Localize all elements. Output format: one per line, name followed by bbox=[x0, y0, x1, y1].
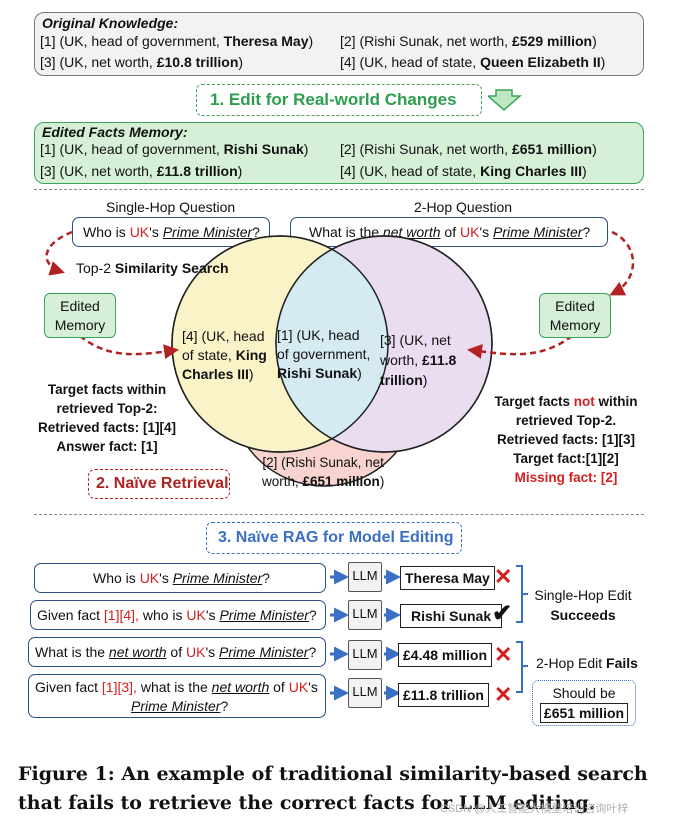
missing-fact: Missing fact: [2] bbox=[514, 470, 618, 485]
rag-answer-4: £11.8 trillion bbox=[398, 683, 489, 707]
edited-facts-title: Edited Facts Memory: bbox=[42, 124, 188, 140]
llm-icon-3: LLM bbox=[348, 640, 382, 670]
original-fact-2: [2] (Rishi Sunak, net worth, £529 millio… bbox=[340, 33, 597, 49]
rag-arrows bbox=[330, 565, 528, 701]
original-fact-3: [3] (UK, net worth, £10.8 trillion) bbox=[40, 54, 244, 70]
brace-two-hop bbox=[516, 641, 528, 693]
top2-similarity-label: Top-2 Similarity Search bbox=[76, 260, 229, 276]
single-hop-label: Single-Hop Question bbox=[106, 199, 236, 215]
edited-fact-3: [3] (UK, net worth, £11.8 trillion) bbox=[40, 163, 243, 179]
rag-answer-2: Rishi Sunak bbox=[400, 604, 503, 628]
check-mark-icon: ✔ bbox=[492, 600, 513, 627]
should-be-box: Should be £651 million bbox=[532, 680, 636, 726]
single-hop-question-box: Who is UK's Prime Minister? bbox=[72, 217, 270, 247]
llm-icon-2: LLM bbox=[348, 600, 382, 630]
divider-bottom bbox=[34, 514, 644, 515]
x-mark-icon-1: ✕ bbox=[494, 564, 513, 589]
venn-fact-1: [1] (UK, head of government, Rishi Sunak… bbox=[277, 327, 371, 381]
original-knowledge-title: Original Knowledge: bbox=[42, 15, 179, 31]
rag-title-box bbox=[206, 522, 462, 554]
left-target-note: Target facts within retrieved Top-2: Ret… bbox=[37, 382, 177, 454]
brace-single-hop bbox=[516, 565, 528, 623]
should-be-value: £651 million bbox=[539, 703, 629, 723]
x-mark-icon-3: ✕ bbox=[494, 682, 513, 707]
naive-retrieval-label: 2. Naïve Retrieval bbox=[96, 475, 229, 492]
divider-top bbox=[34, 189, 644, 190]
rag-title: 3. Naïve RAG for Model Editing bbox=[218, 529, 454, 546]
llm-icon-4: LLM bbox=[348, 678, 382, 708]
venn-fact-2: [2] (Rishi Sunak, net worth, £651 millio… bbox=[262, 455, 385, 489]
edited-facts-box bbox=[34, 122, 644, 184]
original-knowledge-box bbox=[34, 12, 644, 76]
arrow-two-hop-to-memory-right bbox=[609, 230, 635, 296]
figure-caption-line-2: that fails to retrieve the correct facts… bbox=[18, 792, 596, 814]
figure-caption-line-1: Figure 1: An example of traditional simi… bbox=[18, 763, 648, 785]
two-hop-question-box: What is the net worth of UK's Prime Mini… bbox=[290, 217, 608, 247]
venn-diagram bbox=[45, 230, 635, 487]
rag-answer-1: Theresa May bbox=[400, 566, 495, 590]
original-fact-4: [4] (UK, head of state, Queen Elizabeth … bbox=[340, 54, 606, 70]
edit-step-box bbox=[196, 84, 482, 116]
down-arrow-icon bbox=[488, 89, 522, 111]
edited-fact-1: [1] (UK, head of government, Rishi Sunak… bbox=[40, 141, 309, 157]
rag-answer-3: £4.48 million bbox=[398, 643, 493, 667]
llm-icon-1: LLM bbox=[348, 562, 382, 592]
edited-fact-4: [4] (UK, head of state, King Charles III… bbox=[340, 163, 587, 179]
naive-retrieval-box bbox=[88, 469, 230, 499]
x-mark-icon-2: ✕ bbox=[494, 642, 513, 667]
two-hop-label: 2-Hop Question bbox=[414, 199, 513, 215]
rag-query-2: Given fact [1][4], who is UK's Prime Min… bbox=[30, 600, 326, 630]
original-fact-1: [1] (UK, head of government, Theresa May… bbox=[40, 33, 314, 49]
right-target-note: Target facts not within retrieved Top-2.… bbox=[468, 392, 664, 487]
arrow-question-to-memory-left bbox=[45, 230, 73, 276]
rag-query-4: Given fact [1][3], what is the net worth… bbox=[28, 674, 326, 718]
arrow-memory-right-to-venn bbox=[467, 334, 573, 359]
rag-query-1: Who is UK's Prime Minister? bbox=[34, 563, 326, 593]
venn-fact-3: [3] (UK, net worth, £11.8 trillion) bbox=[380, 332, 457, 388]
edited-fact-2: [2] (Rishi Sunak, net worth, £651 millio… bbox=[340, 141, 597, 157]
rag-query-3: What is the net worth of UK's Prime Mini… bbox=[28, 637, 326, 667]
venn-intersection bbox=[276, 236, 388, 452]
venn-fact-4: [4] (UK, head of state, King Charles III… bbox=[182, 328, 267, 382]
watermark: CSDN @人工智能大模型培训咨询叶梓 bbox=[440, 803, 629, 815]
arrow-memory-left-to-venn bbox=[79, 335, 179, 360]
two-hop-result: 2-Hop Edit Fails bbox=[536, 655, 638, 671]
edit-step-label: 1. Edit for Real-world Changes bbox=[210, 90, 457, 109]
